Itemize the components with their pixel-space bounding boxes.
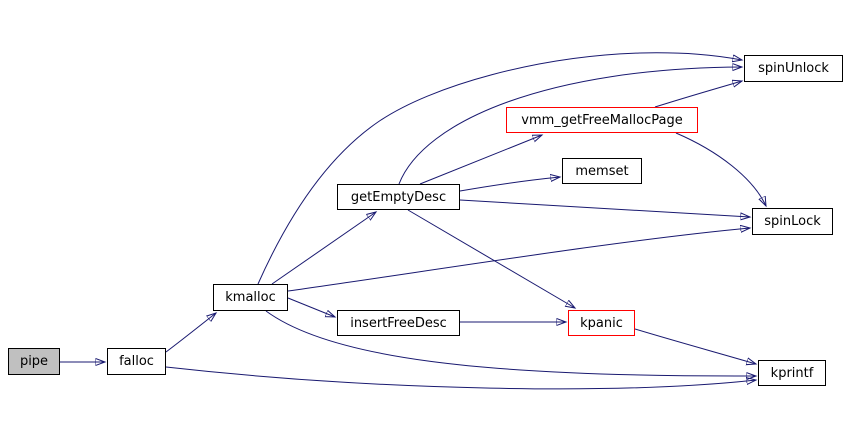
edge-vmm_getFreeMallocPage-to-spinLock (675, 132, 766, 206)
node-memset[interactable]: memset (562, 158, 642, 184)
node-vmm_getFreeMallocPage[interactable]: vmm_getFreeMallocPage (506, 107, 698, 133)
node-insertFreeDesc[interactable]: insertFreeDesc (337, 310, 460, 336)
edge-getEmptyDesc-to-vmm_getFreeMallocPage (419, 135, 542, 185)
edge-getEmptyDesc-to-spinLock (459, 199, 750, 217)
node-kprintf[interactable]: kprintf (758, 360, 826, 386)
node-kmalloc[interactable]: kmalloc (213, 284, 288, 311)
edge-kmalloc-to-spinLock (287, 228, 750, 292)
edge-kmalloc-to-insertFreeDesc (287, 297, 335, 317)
node-falloc[interactable]: falloc (107, 348, 166, 375)
node-pipe[interactable]: pipe (8, 348, 60, 375)
edge-getEmptyDesc-to-spinUnlock (398, 67, 742, 185)
node-getEmptyDesc[interactable]: getEmptyDesc (337, 184, 460, 210)
node-spinLock[interactable]: spinLock (752, 208, 833, 235)
edge-kmalloc-to-getEmptyDesc (271, 212, 376, 285)
edge-falloc-to-kmalloc (165, 313, 216, 353)
edge-getEmptyDesc-to-kpanic (407, 209, 575, 308)
node-kpanic[interactable]: kpanic (568, 310, 635, 336)
edge-vmm_getFreeMallocPage-to-spinUnlock (654, 81, 742, 108)
edge-kmalloc-to-spinUnlock (257, 52, 742, 285)
edge-kpanic-to-kprintf (634, 328, 756, 364)
node-spinUnlock[interactable]: spinUnlock (744, 55, 843, 82)
edge-falloc-to-kprintf (165, 366, 756, 390)
edge-getEmptyDesc-to-memset (459, 177, 560, 192)
edge-kmalloc-to-kprintf (265, 310, 756, 376)
